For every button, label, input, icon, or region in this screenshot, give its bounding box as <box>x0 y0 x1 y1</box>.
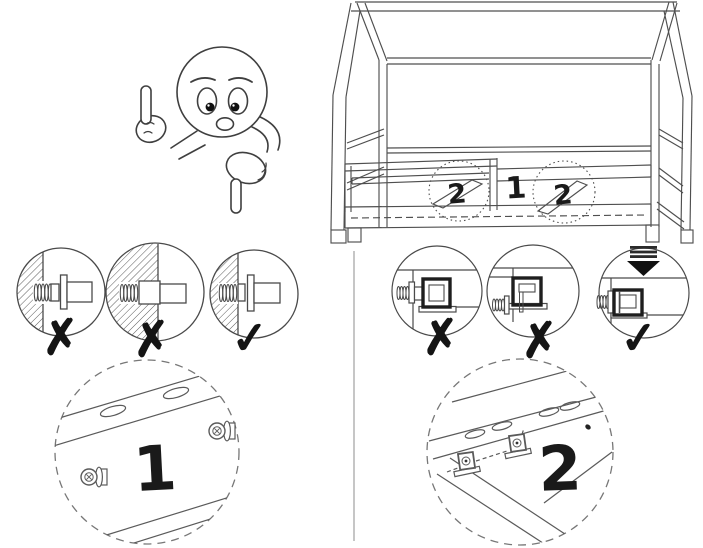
hook-bracket <box>511 276 543 307</box>
callout-circle-left <box>428 160 490 222</box>
screw-hole-dot <box>585 424 591 430</box>
mounted-bolt <box>80 466 108 488</box>
rail-hole <box>99 404 127 418</box>
mascot-character <box>135 46 281 214</box>
bolt-threads <box>396 286 410 300</box>
wrong-mark-icon: ✗ <box>419 308 463 366</box>
hand-pointing-down <box>225 151 267 185</box>
part-label-slat-right: 2 <box>552 179 573 212</box>
callout-circle-right <box>532 160 596 224</box>
bed-leg <box>330 229 347 244</box>
mounted-bracket <box>453 450 482 478</box>
rail-hole <box>162 386 190 400</box>
bolt-threads <box>492 298 505 312</box>
bed-leg <box>645 224 660 243</box>
bed-leg <box>680 229 694 244</box>
bed-part-labels: 2 1 2 <box>446 170 573 211</box>
bed-leg <box>347 227 362 243</box>
hook-bracket <box>421 277 452 309</box>
slat-left <box>431 179 484 209</box>
wrong-mark-icon: ✗ <box>39 308 83 366</box>
detail-2-label: 2 <box>537 431 583 505</box>
bolt-threads <box>218 284 238 302</box>
correct-mark-icon: ✓ <box>230 312 270 365</box>
detail-1-label: 1 <box>131 431 178 506</box>
rail-hole <box>464 429 486 439</box>
guard-rail <box>344 158 498 212</box>
detail-callout-circle <box>426 358 614 546</box>
bed-frame-diagram <box>330 1 694 244</box>
part-label-slat-left: 2 <box>446 178 467 211</box>
bracket-step-3-correct <box>596 246 690 339</box>
bracket-step-1-wrong <box>391 245 483 337</box>
rail-hole <box>491 421 513 431</box>
slat-right <box>536 180 589 215</box>
part-label-rail-front: 1 <box>505 170 528 206</box>
wrong-mark-icon: ✗ <box>130 310 174 368</box>
character-head <box>176 46 268 138</box>
correct-mark-icon: ✓ <box>619 312 659 365</box>
mounted-bracket <box>504 432 533 460</box>
bolt-depth-step-1-wrong <box>16 247 106 337</box>
press-down-arrow-icon <box>627 246 660 276</box>
detail-view-2 <box>426 358 614 546</box>
mouth <box>215 117 235 132</box>
mounted-bolt <box>208 420 236 442</box>
bolt-threads <box>119 284 139 302</box>
eye-pupil <box>230 102 240 112</box>
rail-hole <box>538 407 560 417</box>
hidden-edge-dashed-line <box>350 214 647 219</box>
hook-bracket <box>612 288 644 317</box>
detail-callout-circle <box>54 359 240 545</box>
eye-pupil <box>205 102 215 112</box>
bracket-step-2-wrong <box>486 244 580 338</box>
wrong-mark-icon: ✗ <box>518 311 562 369</box>
detail-view-1 <box>54 359 240 545</box>
bracket-hook-guide <box>391 244 690 339</box>
rail-hole <box>559 401 581 411</box>
